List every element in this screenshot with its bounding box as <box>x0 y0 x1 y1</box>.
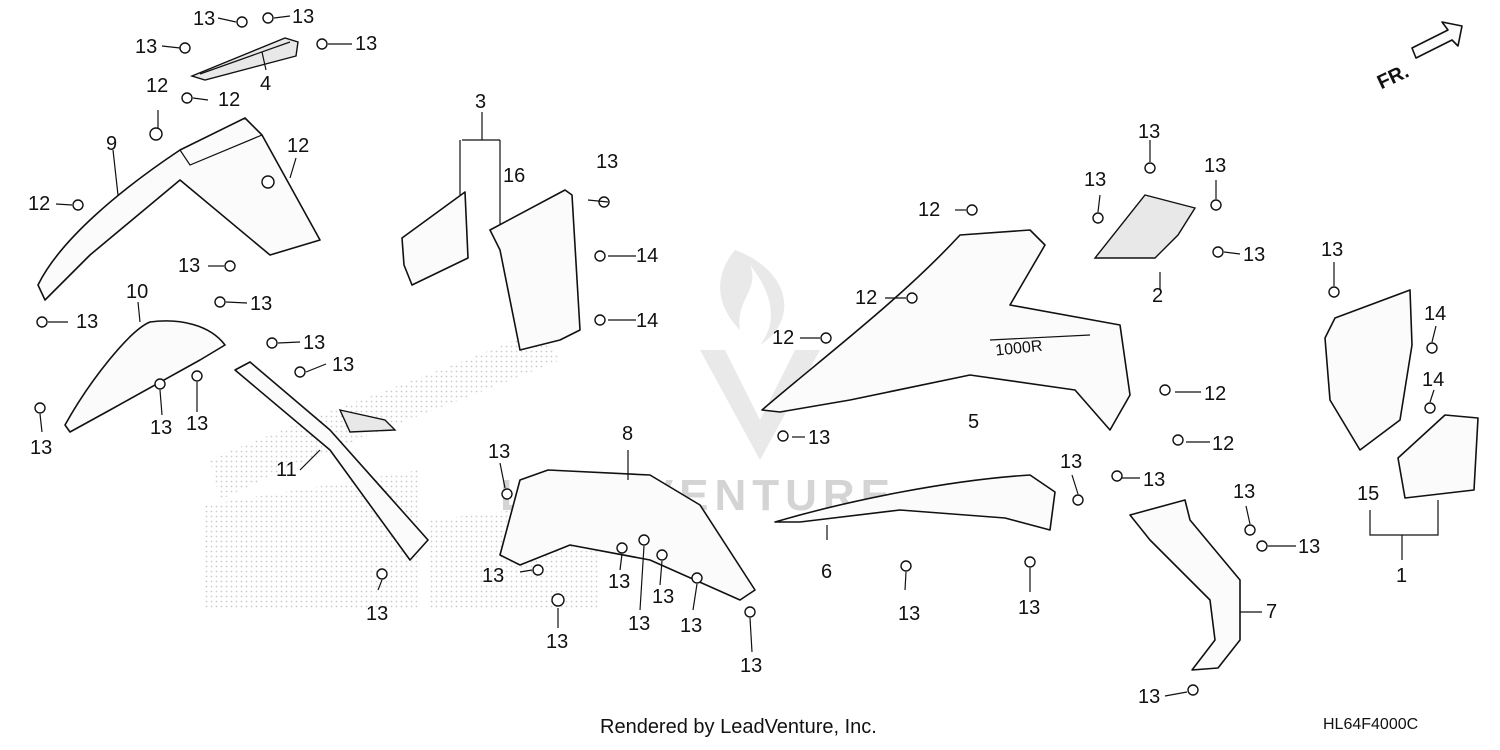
callout-12: 12 <box>1212 433 1234 455</box>
callout-13: 13 <box>482 565 504 587</box>
part-5-main-side-cover <box>761 229 1131 431</box>
part-7-rear-guard <box>1129 499 1241 671</box>
callout-13: 13 <box>1321 239 1343 261</box>
part-2-grille <box>1093 194 1197 259</box>
callout-13: 13 <box>628 613 650 635</box>
callout-13: 13 <box>898 603 920 625</box>
callout-13: 13 <box>250 293 272 315</box>
callout-13: 13 <box>680 615 702 637</box>
part-8-inner-fender <box>499 469 756 601</box>
callout-14: 14 <box>1422 369 1444 391</box>
callout-13: 13 <box>150 417 172 439</box>
callout-9: 9 <box>106 133 117 155</box>
callout-12: 12 <box>218 89 240 111</box>
callout-7: 7 <box>1266 601 1277 623</box>
front-direction-label: FR. <box>1374 60 1412 94</box>
callout-3: 3 <box>475 91 486 113</box>
callout-13: 13 <box>366 603 388 625</box>
callout-13: 13 <box>1204 155 1226 177</box>
watermark-logo <box>700 250 820 460</box>
part-4-grille <box>189 37 299 81</box>
callout-12: 12 <box>1204 383 1226 405</box>
callout-12: 12 <box>855 287 877 309</box>
callout-13: 13 <box>1138 121 1160 143</box>
part-3-decal <box>401 191 469 286</box>
callout-11: 11 <box>276 459 297 481</box>
callout-13: 13 <box>1243 244 1265 266</box>
callout-13: 13 <box>1060 451 1082 473</box>
callout-8: 8 <box>622 423 633 445</box>
callout-15: 15 <box>1357 483 1379 505</box>
callout-13: 13 <box>1143 469 1165 491</box>
callout-13: 13 <box>186 413 208 435</box>
callout-13: 13 <box>652 586 674 608</box>
callout-13: 13 <box>292 6 314 28</box>
callout-13: 13 <box>135 36 157 58</box>
callout-13: 13 <box>332 354 354 376</box>
callout-13: 13 <box>608 571 630 593</box>
part-10-fender-left <box>64 320 226 433</box>
credit-text: Rendered by LeadVenture, Inc. <box>600 716 877 738</box>
callout-13: 13 <box>546 631 568 653</box>
part-15-rear-cover <box>1324 289 1413 451</box>
callout-14: 14 <box>1424 303 1446 325</box>
part-16-side-panel <box>489 189 581 351</box>
callout-13: 13 <box>1018 597 1040 619</box>
callout-13: 13 <box>1233 481 1255 503</box>
callout-13: 13 <box>740 655 762 677</box>
callout-14: 14 <box>636 245 658 267</box>
callout-5: 5 <box>968 411 979 433</box>
callout-14: 14 <box>636 310 658 332</box>
part-6-lower-rail <box>774 474 1056 531</box>
callout-13: 13 <box>30 437 52 459</box>
callout-4: 4 <box>260 73 271 95</box>
callout-12: 12 <box>28 193 50 215</box>
callout-12: 12 <box>918 199 940 221</box>
callout-13: 13 <box>596 151 618 173</box>
callout-1: 1 <box>1396 565 1407 587</box>
diagram-code: HL64F4000C <box>1323 716 1419 733</box>
callout-13: 13 <box>1084 169 1106 191</box>
callout-10: 10 <box>126 281 148 303</box>
callout-13: 13 <box>488 441 510 463</box>
part-5-logo-text: 1000R <box>995 338 1044 360</box>
front-direction-indicator <box>1411 21 1463 59</box>
leader-lines <box>39 15 1439 697</box>
fasteners <box>34 12 1438 696</box>
callout-13: 13 <box>1138 686 1160 708</box>
callout-12: 12 <box>287 135 309 157</box>
callout-12: 12 <box>146 75 168 97</box>
callout-12: 12 <box>772 327 794 349</box>
part-9-front-cover <box>37 117 321 301</box>
callout-13: 13 <box>1298 536 1320 558</box>
part-1-rear-panel <box>1397 414 1479 499</box>
callout-16: 16 <box>503 165 525 187</box>
callout-13: 13 <box>355 33 377 55</box>
callout-13: 13 <box>178 255 200 277</box>
callout-13: 13 <box>76 311 98 333</box>
callout-labels: 13 13 13 13 4 12 12 9 12 12 13 10 13 13 … <box>28 6 1446 708</box>
callout-13: 13 <box>303 332 325 354</box>
callout-13: 13 <box>193 8 215 30</box>
callout-6: 6 <box>821 561 832 583</box>
callout-2: 2 <box>1152 285 1163 307</box>
part-11-side-rail <box>234 361 429 561</box>
callout-13: 13 <box>808 427 830 449</box>
